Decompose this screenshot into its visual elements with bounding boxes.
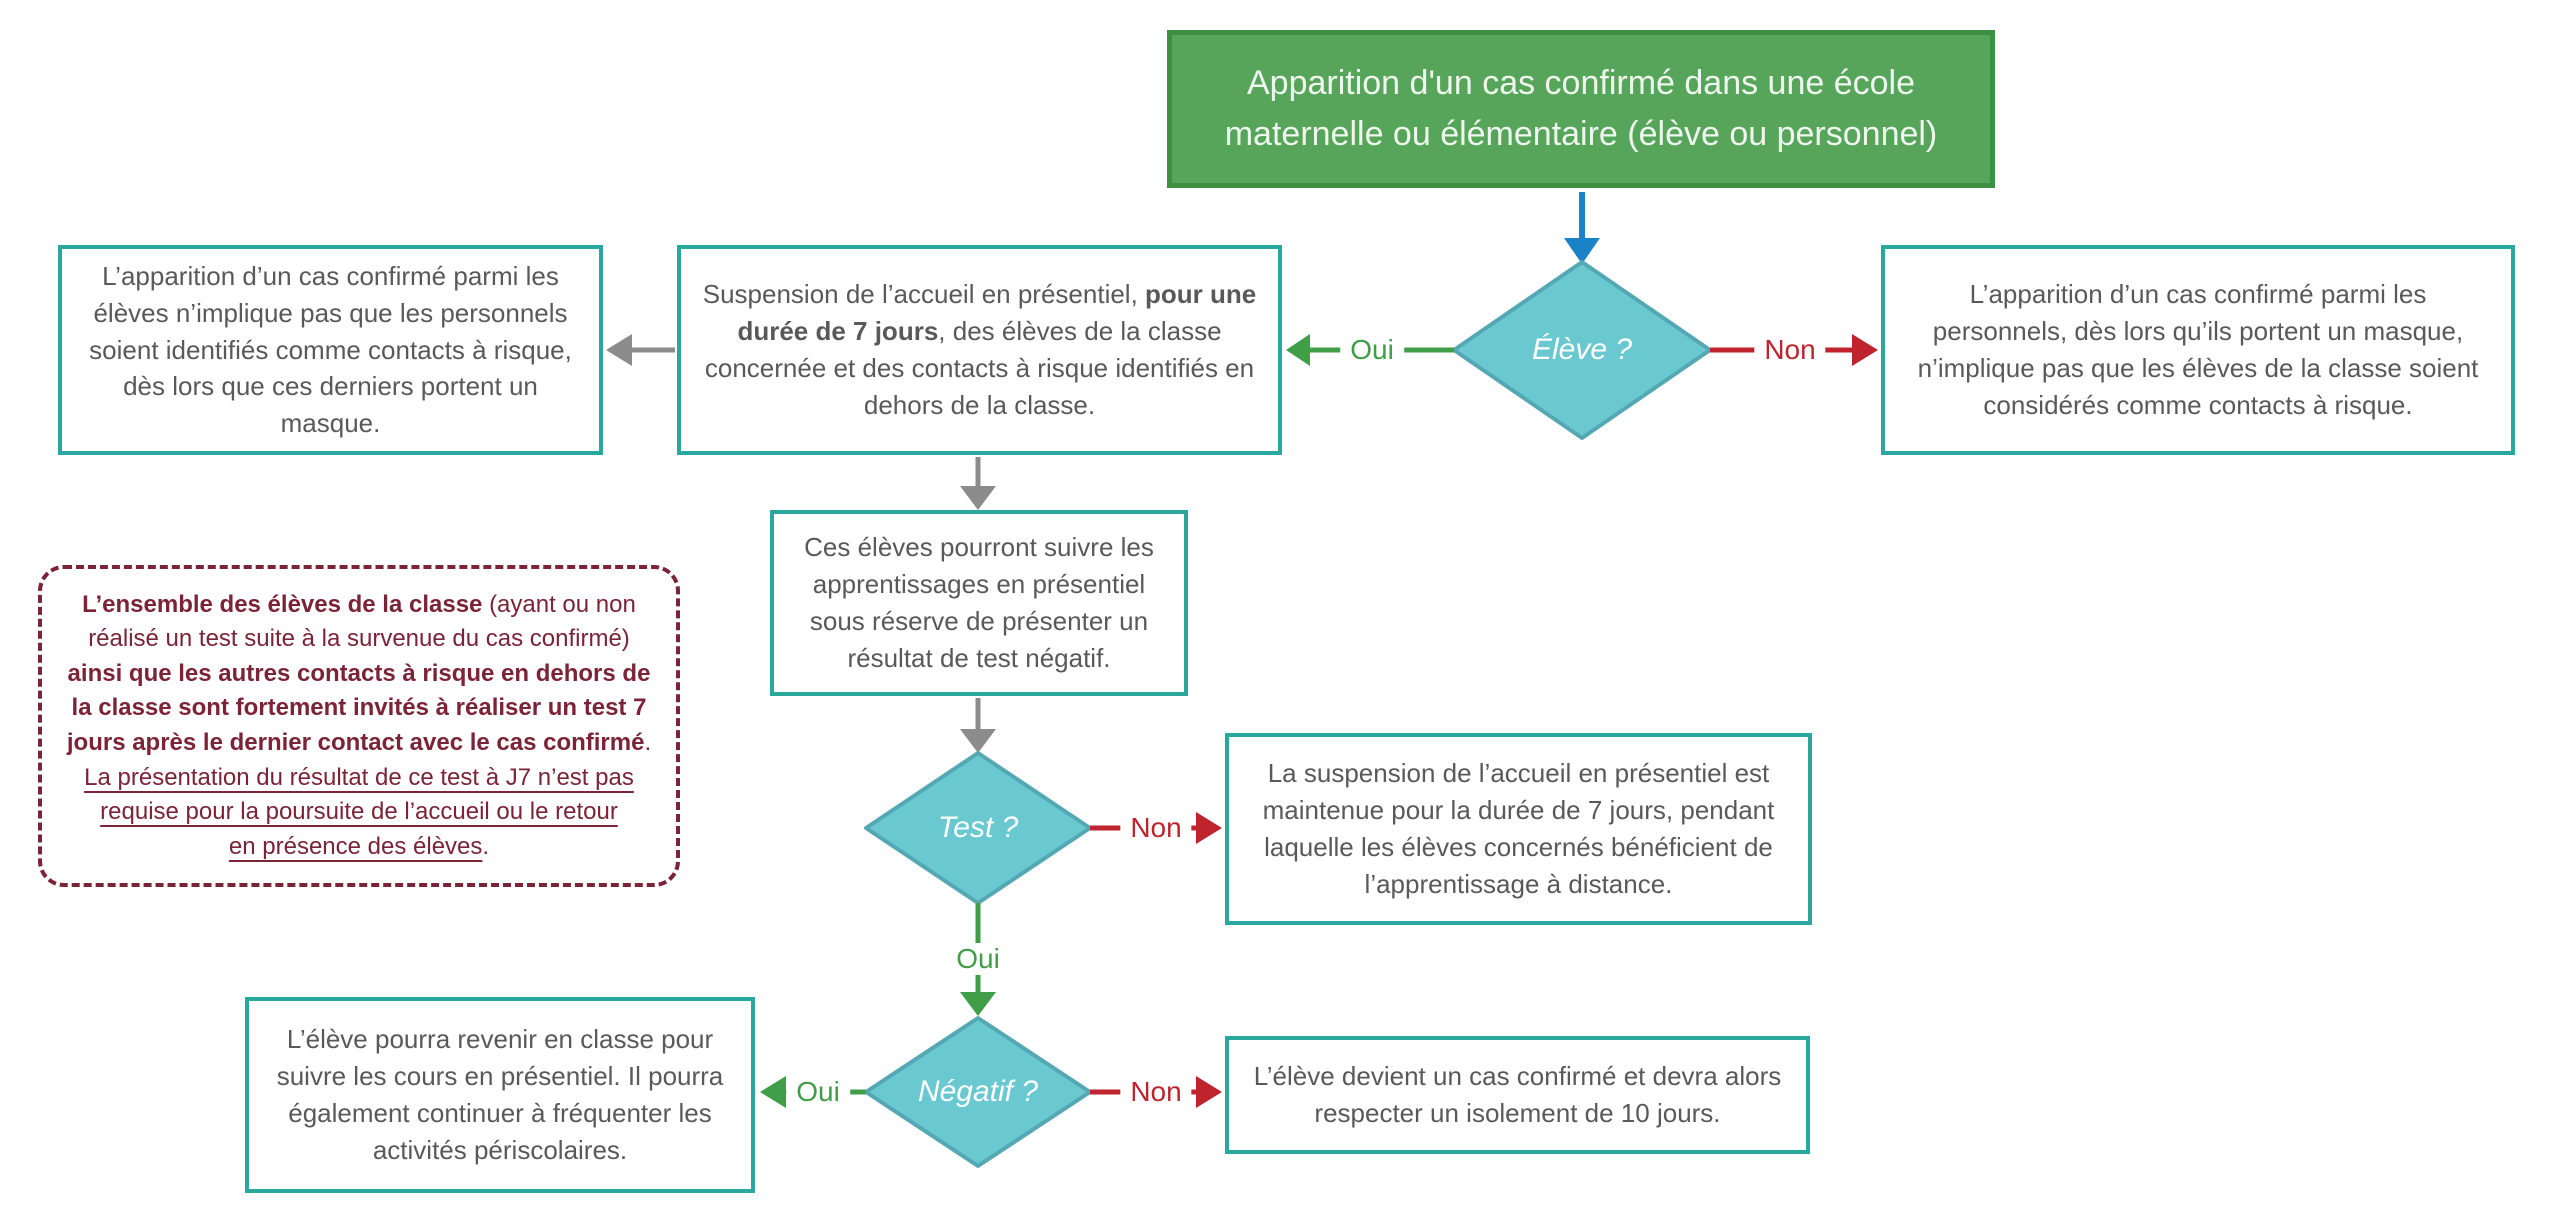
- note-test-j7-text: L’ensemble des élèves de la classe (ayan…: [66, 590, 652, 860]
- box-retour-en-classe: L’élève pourra revenir en classe pour su…: [245, 997, 755, 1193]
- decision-test-label: Test ?: [937, 811, 1019, 844]
- box-suspension-maintenue: La suspension de l’accueil en présentiel…: [1225, 733, 1812, 925]
- start-node-text: Apparition d'un cas confirmé dans une éc…: [1224, 64, 1938, 153]
- box-eleves-non-contacts: L’apparition d’un cas confirmé parmi les…: [1881, 245, 2515, 455]
- box-apprentissages-presentiel-text: Ces élèves pourront suivre les apprentis…: [804, 532, 1154, 673]
- box-retour-en-classe-text: L’élève pourra revenir en classe pour su…: [276, 1024, 724, 1165]
- decision-eleve-label: Élève ?: [1531, 333, 1633, 366]
- edge-label-non-negatif: Non: [1120, 1076, 1192, 1108]
- decision-eleve-shape: [1452, 260, 1712, 440]
- box-eleves-non-contacts-text: L’apparition d’un cas confirmé parmi les…: [1917, 279, 2479, 420]
- box-isolement-10-jours: L’élève devient un cas confirmé et devra…: [1225, 1036, 1810, 1154]
- edge-label-non-test: Non: [1120, 812, 1192, 844]
- box-personnels-non-contacts-text: L’apparition d’un cas confirmé parmi les…: [89, 260, 572, 439]
- box-isolement-10-jours-text: L’élève devient un cas confirmé et devra…: [1253, 1061, 1782, 1128]
- box-apprentissages-presentiel: Ces élèves pourront suivre les apprentis…: [770, 510, 1188, 696]
- box-personnels-non-contacts: L’apparition d’un cas confirmé parmi les…: [58, 245, 603, 455]
- edge-label-oui-negatif: Oui: [786, 1076, 850, 1108]
- box-suspension-accueil-text: Suspension de l’accueil en présentiel, p…: [702, 279, 1257, 420]
- decision-negatif-label: Négatif ?: [917, 1075, 1039, 1108]
- edge-suspension-to-left: [606, 334, 675, 366]
- box-suspension-accueil: Suspension de l’accueil en présentiel, p…: [677, 245, 1282, 455]
- edge-label-non-eleve: Non: [1754, 334, 1826, 366]
- edge-suspension-to-ces-eleves: [960, 457, 996, 510]
- start-node: Apparition d'un cas confirmé dans une éc…: [1167, 30, 1995, 188]
- decision-negatif-shape: [864, 1016, 1092, 1168]
- edge-label-oui-test: Oui: [946, 943, 1010, 975]
- note-test-j7: L’ensemble des élèves de la classe (ayan…: [38, 565, 680, 887]
- edge-ces-eleves-to-test: [960, 698, 996, 753]
- edge-title-to-eleve: [1564, 192, 1600, 264]
- box-suspension-maintenue-text: La suspension de l’accueil en présentiel…: [1262, 758, 1775, 899]
- edge-label-oui-eleve: Oui: [1340, 334, 1404, 366]
